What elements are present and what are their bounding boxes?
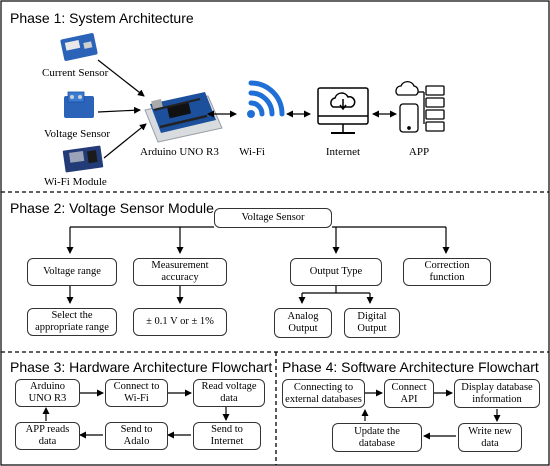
current-sensor-icon — [60, 33, 98, 61]
phase1-connectors — [97, 59, 397, 159]
accuracy-value-node: ± 0.1 V or ± 1% — [133, 308, 227, 336]
phase1-title: Phase 1: System Architecture — [10, 10, 194, 26]
output-type-node: Output Type — [290, 258, 382, 286]
arduino-label: Arduino UNO R3 — [140, 146, 219, 158]
wifi-signal-icon — [247, 80, 285, 118]
analog-output-node: Analog Output — [274, 308, 332, 338]
app-reads-step: APP reads data — [15, 422, 80, 450]
wifi-label: Wi-Fi — [239, 146, 265, 158]
voltage-range-node: Voltage range — [27, 258, 117, 286]
arduino-board-icon — [144, 92, 223, 143]
app-icon — [395, 80, 445, 133]
phase4-title: Phase 4: Software Architecture Flowchart — [282, 359, 539, 375]
wifi-module-icon — [62, 145, 104, 173]
update-database-step: Update the database — [332, 423, 422, 452]
send-internet-step: Send to Internet — [193, 422, 261, 450]
internet-monitor-icon — [317, 87, 369, 134]
arduino-step: Arduino UNO R3 — [15, 379, 80, 407]
select-range-node: Select the appropriate range — [27, 308, 117, 336]
phase2-connectors — [66, 226, 450, 304]
phase3-connectors — [42, 389, 230, 439]
wifi-module-label: Wi-Fi Module — [44, 176, 107, 188]
correction-function-node: Correction function — [403, 258, 491, 286]
read-voltage-step: Read voltage data — [193, 379, 265, 407]
voltage-sensor-icon — [64, 91, 94, 118]
current-sensor-label: Current Sensor — [42, 67, 109, 79]
connect-api-step: Connect API — [384, 379, 434, 408]
internet-label: Internet — [325, 146, 361, 158]
write-data-step: Write new data — [458, 423, 522, 452]
measurement-accuracy-node: Measurement accuracy — [133, 258, 227, 286]
connect-wifi-step: Connect to Wi-Fi — [105, 379, 168, 407]
phase3-title: Phase 3: Hardware Architecture Flowchart — [10, 359, 273, 375]
digital-output-node: Digital Output — [344, 308, 400, 338]
display-database-step: Display database information — [454, 379, 540, 408]
voltage-sensor-root: Voltage Sensor — [214, 208, 332, 228]
app-label: APP — [408, 146, 430, 158]
connect-databases-step: Connecting to external databases — [282, 379, 365, 408]
phase2-title: Phase 2: Voltage Sensor Module — [10, 200, 214, 216]
send-adalo-step: Send to Adalo — [105, 422, 168, 450]
voltage-sensor-label: Voltage Sensor — [44, 128, 111, 140]
phase4-connectors — [361, 389, 501, 440]
